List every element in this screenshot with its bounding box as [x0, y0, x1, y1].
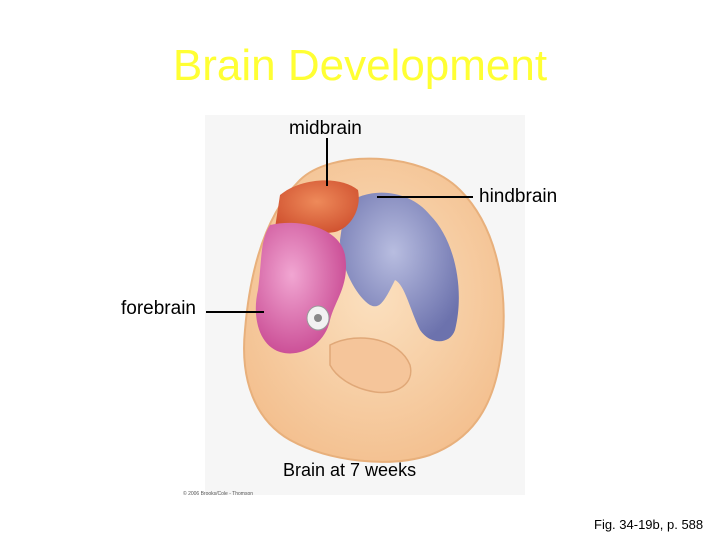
midbrain-leader-line — [326, 138, 328, 186]
midbrain-label: midbrain — [289, 118, 362, 139]
hindbrain-leader-line — [377, 196, 473, 198]
page-title: Brain Development — [172, 41, 548, 90]
forebrain-label: forebrain — [121, 298, 196, 319]
embryo-limb-bud — [329, 337, 412, 394]
eye-pupil — [314, 314, 322, 322]
hindbrain-region — [340, 192, 459, 342]
image-caption: Brain at 7 weeks — [283, 460, 417, 480]
forebrain-leader-line — [206, 311, 264, 313]
hindbrain-label: hindbrain — [479, 186, 558, 207]
figure-reference: Fig. 34-19b, p. 588 — [594, 517, 704, 532]
copyright-notice: © 2006 Brooks/Cole - Thomson — [183, 491, 254, 497]
midbrain-region — [275, 180, 359, 234]
